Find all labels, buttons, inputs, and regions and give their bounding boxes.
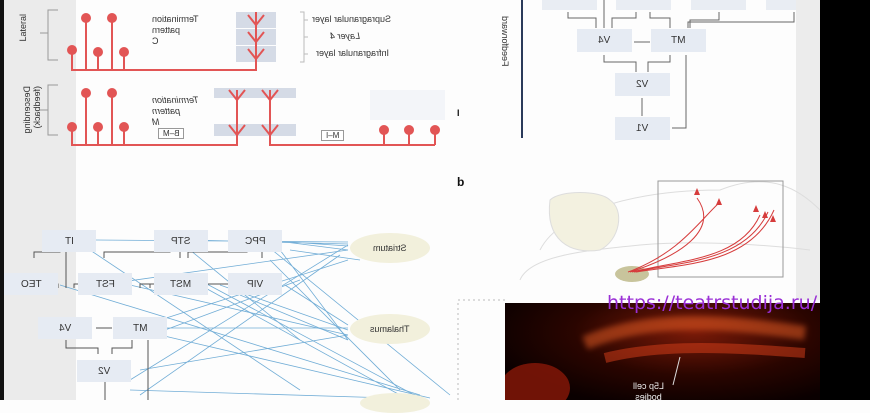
corticostriatal-projection-diagram bbox=[31, 239, 451, 400]
tag-b-m: B–M bbox=[158, 128, 185, 139]
descending-cell-bodies bbox=[67, 88, 440, 135]
projection-lines bbox=[59, 239, 451, 399]
node-teo: TEO bbox=[4, 273, 58, 295]
node-v2: V2 bbox=[77, 360, 131, 382]
feedforward-label: Feedforward bbox=[500, 16, 510, 67]
node-fst: FST bbox=[78, 273, 132, 295]
node-v4: V4 bbox=[38, 317, 92, 339]
lateral-group-label: Lateral bbox=[18, 14, 28, 42]
lateral-axon bbox=[71, 12, 265, 71]
panel-letter-b: b bbox=[457, 175, 465, 189]
descending-axon bbox=[71, 89, 436, 146]
pattern-c-label: Termination pattern C bbox=[152, 14, 199, 46]
lateral-bracket bbox=[40, 9, 58, 61]
node-stp: STP bbox=[154, 230, 208, 252]
right-black-border bbox=[820, 0, 870, 400]
l5p-cell-bodies-label: L5p cell bodies bbox=[633, 381, 665, 400]
descending-bracket bbox=[40, 84, 58, 136]
layer-label-supragranular: Supragranular layer bbox=[312, 14, 392, 24]
target-striatum: Striatum bbox=[350, 233, 430, 263]
node-v4-top: V4 bbox=[577, 29, 632, 52]
node-it: IT bbox=[42, 230, 96, 252]
node-mt: MT bbox=[113, 317, 167, 339]
feedforward-hierarchy-diagram bbox=[521, 0, 796, 138]
tag-m-i: M–I bbox=[321, 130, 345, 141]
dashed-inset-border bbox=[457, 299, 505, 400]
left-black-border bbox=[0, 0, 4, 400]
fluorescence-micrograph: L5p cell bodies bbox=[505, 303, 820, 400]
panel-marker-i: I bbox=[457, 108, 460, 118]
target-thalamus: Thalamus bbox=[350, 314, 430, 344]
pattern-m-label: Termination pattern M bbox=[152, 95, 199, 127]
termination-pattern-diagram bbox=[40, 9, 445, 146]
node-vip: VIP bbox=[228, 273, 282, 295]
target-partial bbox=[360, 393, 430, 413]
descending-group-label: Descending (feedback) bbox=[22, 86, 42, 134]
node-ppc: PPC bbox=[228, 230, 282, 252]
node-mst: MST bbox=[154, 273, 208, 295]
node-v1-top: V1 bbox=[615, 117, 670, 140]
node-mt-top: MT bbox=[651, 29, 706, 52]
node-v2-top: V2 bbox=[615, 73, 670, 96]
layer-blocks-descending bbox=[214, 88, 296, 136]
layer-label-infragranular: Infragranular layer bbox=[316, 48, 390, 58]
layer-label-layer4: Layer 4 bbox=[330, 31, 361, 41]
sagittal-brain-diagram bbox=[519, 180, 820, 282]
watermark-url: https://teatrstudija.ru/ bbox=[607, 292, 818, 314]
lateral-cell-bodies bbox=[67, 13, 129, 57]
